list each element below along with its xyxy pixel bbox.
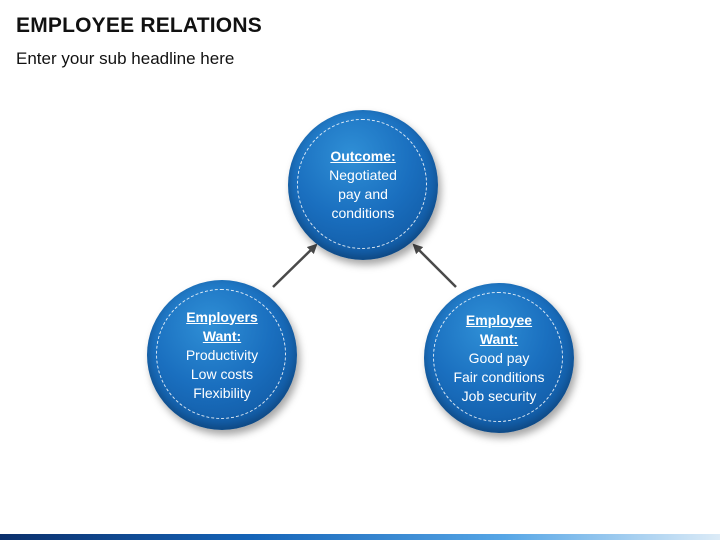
employee-heading: Want:: [479, 330, 519, 347]
employee-circle: Employee Want: Good pay Fair conditions …: [424, 283, 574, 433]
employee-line: Good pay: [468, 349, 530, 366]
arrow-employers-to-outcome: [272, 243, 318, 288]
employers-heading: Want:: [202, 327, 242, 344]
employers-text: Employers Want: Productivity Low costs F…: [147, 280, 297, 430]
outcome-line: conditions: [331, 205, 395, 221]
outcome-line: pay and: [338, 186, 388, 202]
employee-text: Employee Want: Good pay Fair conditions …: [424, 283, 574, 433]
outcome-circle: Outcome: Negotiated pay and conditions: [288, 110, 438, 260]
employers-line: Flexibility: [193, 384, 251, 401]
page-title: EMPLOYEE RELATIONS: [16, 14, 262, 37]
outcome-text: Outcome: Negotiated pay and conditions: [288, 110, 438, 260]
employee-heading: Employee: [465, 311, 533, 328]
employee-line: Job security: [461, 387, 537, 404]
page-subtitle: Enter your sub headline here: [16, 49, 235, 68]
outcome-heading: Outcome:: [330, 148, 396, 164]
footer-accent-bar: [0, 534, 720, 540]
employers-line: Productivity: [185, 346, 259, 363]
outcome-line: Negotiated: [329, 167, 397, 183]
employers-circle: Employers Want: Productivity Low costs F…: [147, 280, 297, 430]
employee-line: Fair conditions: [453, 368, 545, 385]
employers-line: Low costs: [190, 365, 254, 382]
employers-heading: Employers: [186, 308, 258, 325]
arrow-employee-to-outcome: [412, 243, 457, 288]
